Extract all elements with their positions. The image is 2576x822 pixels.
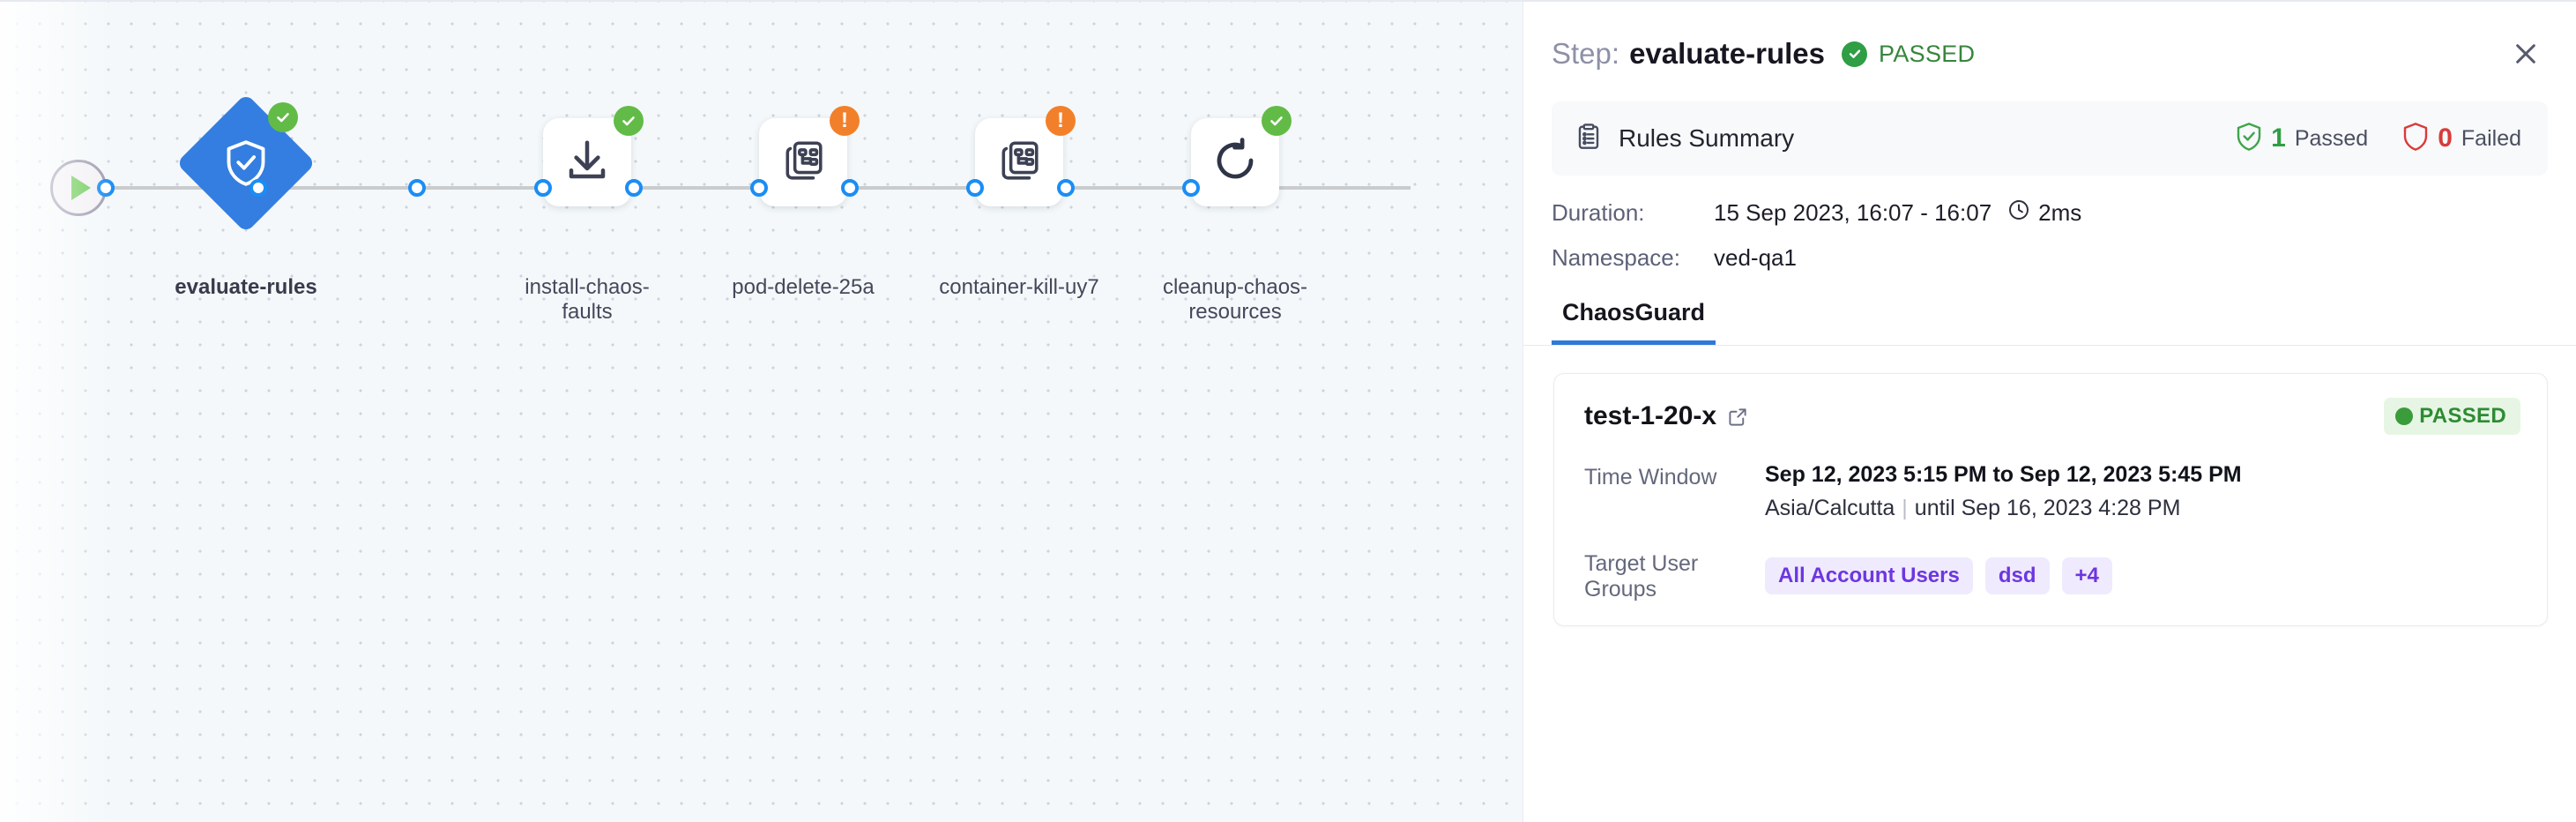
duration-row: Duration: 15 Sep 2023, 16:07 - 16:07 2ms (1552, 198, 2548, 228)
exclamation-icon: ! (841, 108, 848, 132)
pipeline-node-cleanup-chaos-resources[interactable]: cleanup-chaos- resources (1163, 106, 1307, 324)
connector-port[interactable] (841, 179, 859, 197)
close-icon[interactable] (2505, 34, 2546, 74)
external-link-icon[interactable] (1728, 407, 1748, 427)
rules-summary-title-group: Rules Summary (1575, 123, 1794, 155)
refresh-icon (1211, 137, 1259, 189)
step-meta: Duration: 15 Sep 2023, 16:07 - 16:07 2ms… (1523, 176, 2576, 272)
test-card-header: test-1-20-x PASSED (1584, 398, 2520, 435)
test-status-badge: PASSED (2384, 398, 2520, 435)
pipeline-node-container-kill-uy7[interactable]: ! container-kill-uy7 (939, 106, 1099, 299)
pipeline-graph-canvas[interactable]: evaluate-rules install-chaos- faults (0, 0, 1523, 822)
rules-passed-label: Passed (2294, 125, 2369, 151)
node-label: container-kill-uy7 (939, 275, 1099, 299)
pipeline-node-pod-delete-25a[interactable]: ! pod-delete-25a (732, 106, 875, 299)
rules-summary-title: Rules Summary (1619, 124, 1795, 152)
graph-edge (560, 186, 763, 190)
time-window-label: Time Window (1584, 465, 1717, 489)
rules-passed-count: 1 (2271, 123, 2286, 153)
user-group-overflow-chip[interactable]: +4 (2061, 557, 2112, 594)
target-user-groups-label: Target User Groups (1584, 551, 1699, 602)
connector-port[interactable] (249, 179, 267, 197)
divider: | (1902, 496, 1908, 520)
shield-check-icon (2235, 121, 2263, 157)
status-dot-icon (2395, 407, 2414, 425)
rules-summary-card: Rules Summary 1 Passed (1552, 101, 2548, 176)
user-group-chip[interactable]: All Account Users (1765, 557, 1973, 594)
connector-port[interactable] (1057, 179, 1075, 197)
canvas-left-fade (0, 2, 115, 822)
page-title: evaluate-rules (1629, 37, 1826, 70)
clock-icon (2007, 198, 2030, 228)
node-label: cleanup-chaos- resources (1162, 275, 1308, 325)
test-name: test-1-20-x (1584, 401, 1717, 430)
clipboard-list-icon (1575, 123, 1603, 155)
play-icon (71, 176, 91, 200)
rules-passed-group: 1 Passed (2235, 121, 2368, 157)
target-user-groups-chips: All Account Users dsd +4 (1765, 549, 2112, 602)
node-status-badge-passed (614, 106, 644, 136)
graph-edge (776, 186, 979, 190)
duration-label: Duration: (1552, 199, 1645, 226)
status-badge: PASSED (1879, 40, 1976, 67)
duration-value: 15 Sep 2023, 16:07 - 16:07 (1714, 199, 1992, 226)
shield-check-icon (176, 93, 316, 233)
node-status-badge-warning: ! (1046, 106, 1076, 136)
namespace-row: Namespace: ved-qa1 (1552, 244, 2548, 272)
connector-port[interactable] (534, 179, 552, 197)
time-window-range: Sep 12, 2023 5:15 PM to Sep 12, 2023 5:4… (1765, 462, 2242, 487)
check-circle-icon (1842, 41, 1868, 67)
chaosguard-test-card: test-1-20-x PASSED Time Window Sep 12, 2… (1553, 373, 2548, 626)
connector-port[interactable] (97, 179, 115, 197)
pipeline-node-install-chaos-faults[interactable]: install-chaos- faults (525, 106, 650, 324)
connector-port[interactable] (1182, 179, 1200, 197)
panel-header: Step: evaluate-rules PASSED (1523, 2, 2576, 74)
graph-edge (106, 186, 247, 190)
connector-port[interactable] (750, 179, 768, 197)
graph-edge (256, 186, 547, 190)
duration-elapsed: 2ms (2038, 199, 2082, 226)
node-status-badge-passed (1262, 106, 1292, 136)
node-status-badge-warning: ! (830, 106, 860, 136)
time-window-until: until Sep 16, 2023 4:28 PM (1914, 496, 2181, 520)
pipeline-node-evaluate-rules[interactable]: evaluate-rules (175, 93, 317, 299)
graph-edge (992, 186, 1195, 190)
tab-chaosguard[interactable]: ChaosGuard (1552, 290, 1716, 345)
connector-port[interactable] (408, 179, 426, 197)
time-window-timezone: Asia/Calcutta (1765, 496, 1895, 520)
exclamation-icon: ! (1057, 108, 1064, 132)
rules-failed-count: 0 (2438, 123, 2453, 153)
chaos-fault-icon (781, 138, 825, 187)
chaos-fault-icon (997, 138, 1041, 187)
node-label: install-chaos- faults (525, 275, 650, 325)
step-details-panel: Step: evaluate-rules PASSED (1523, 0, 2576, 822)
test-status-label: PASSED (2419, 404, 2506, 428)
shield-icon (2401, 121, 2430, 157)
user-group-chip[interactable]: dsd (1984, 557, 2050, 594)
namespace-value: ved-qa1 (1714, 244, 1797, 271)
download-icon (563, 137, 611, 189)
node-label: evaluate-rules (175, 275, 317, 299)
time-window-value-group: Sep 12, 2023 5:15 PM to Sep 12, 2023 5:4… (1765, 462, 2242, 521)
rules-summary-counts: 1 Passed 0 Failed (2235, 121, 2521, 157)
time-window-sub: Asia/Calcutta |until Sep 16, 2023 4:28 PM (1765, 496, 2242, 521)
node-status-badge-passed (268, 102, 298, 132)
time-window-row: Time Window Sep 12, 2023 5:15 PM to Sep … (1584, 462, 2520, 521)
rules-failed-group: 0 Failed (2401, 121, 2521, 157)
graph-edge (1208, 186, 1411, 190)
step-label: Step: (1552, 37, 1620, 70)
node-label: pod-delete-25a (732, 275, 875, 299)
namespace-label: Namespace: (1552, 244, 1680, 271)
target-user-groups-row: Target User Groups All Account Users dsd… (1584, 549, 2520, 602)
connector-port[interactable] (966, 179, 984, 197)
panel-tabs: ChaosGuard (1523, 290, 2576, 346)
connector-port[interactable] (625, 179, 643, 197)
rules-failed-label: Failed (2461, 125, 2521, 151)
duration-value-group: 15 Sep 2023, 16:07 - 16:07 2ms (1714, 198, 2081, 228)
